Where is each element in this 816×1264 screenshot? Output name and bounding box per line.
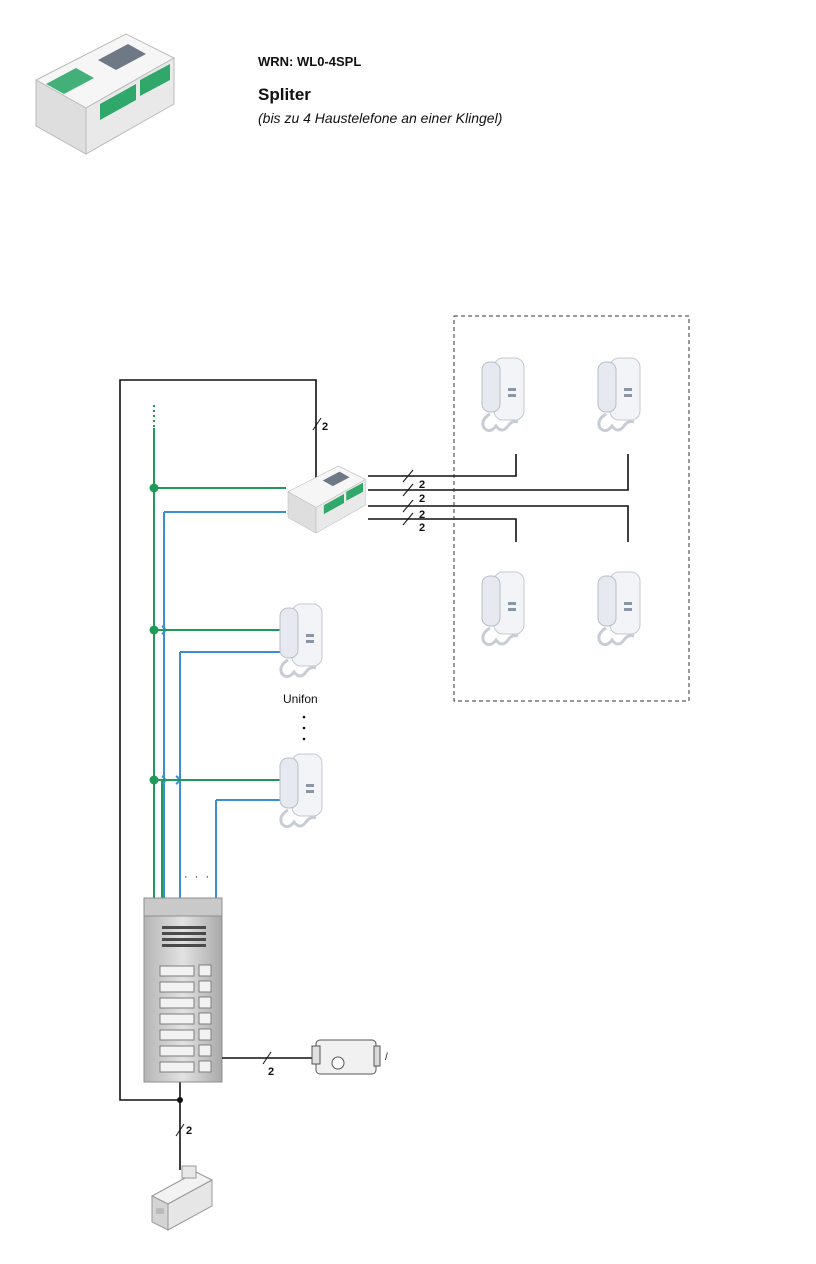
ellipsis-label: · · · bbox=[184, 871, 211, 883]
wire-count-label: 2 bbox=[322, 421, 328, 433]
wire-count-label: 2 bbox=[268, 1066, 274, 1078]
wire-count-label: 2 bbox=[419, 479, 425, 491]
intercom-handset-icon bbox=[278, 602, 324, 679]
intercom-handset-icon bbox=[278, 752, 324, 829]
splitter-device-icon bbox=[34, 33, 176, 155]
electric-door-lock-icon bbox=[311, 1039, 381, 1075]
product-code: WRN: WL0-4SPL bbox=[258, 54, 362, 69]
product-description: (bis zu 4 Haustelefone an einer Klingel) bbox=[258, 110, 503, 126]
intercom-handset-icon bbox=[596, 356, 642, 433]
splitter-device-icon bbox=[287, 465, 366, 534]
wire-count-label: 2 bbox=[419, 493, 425, 505]
door-panel-icon bbox=[143, 897, 223, 1083]
intercom-handset-icon bbox=[480, 570, 526, 647]
wire-count-label: 2 bbox=[186, 1125, 192, 1137]
unifon-label: Unifon bbox=[283, 692, 318, 706]
edge-mark: / bbox=[385, 1052, 388, 1063]
wire-count-label: 2 bbox=[419, 522, 425, 534]
handset-group-box bbox=[453, 315, 690, 702]
din-rail-power-supply-icon bbox=[150, 1165, 214, 1231]
wire-count-label: 2 bbox=[419, 509, 425, 521]
product-title: Spliter bbox=[258, 85, 311, 104]
intercom-handset-icon bbox=[596, 570, 642, 647]
intercom-handset-icon bbox=[480, 356, 526, 433]
